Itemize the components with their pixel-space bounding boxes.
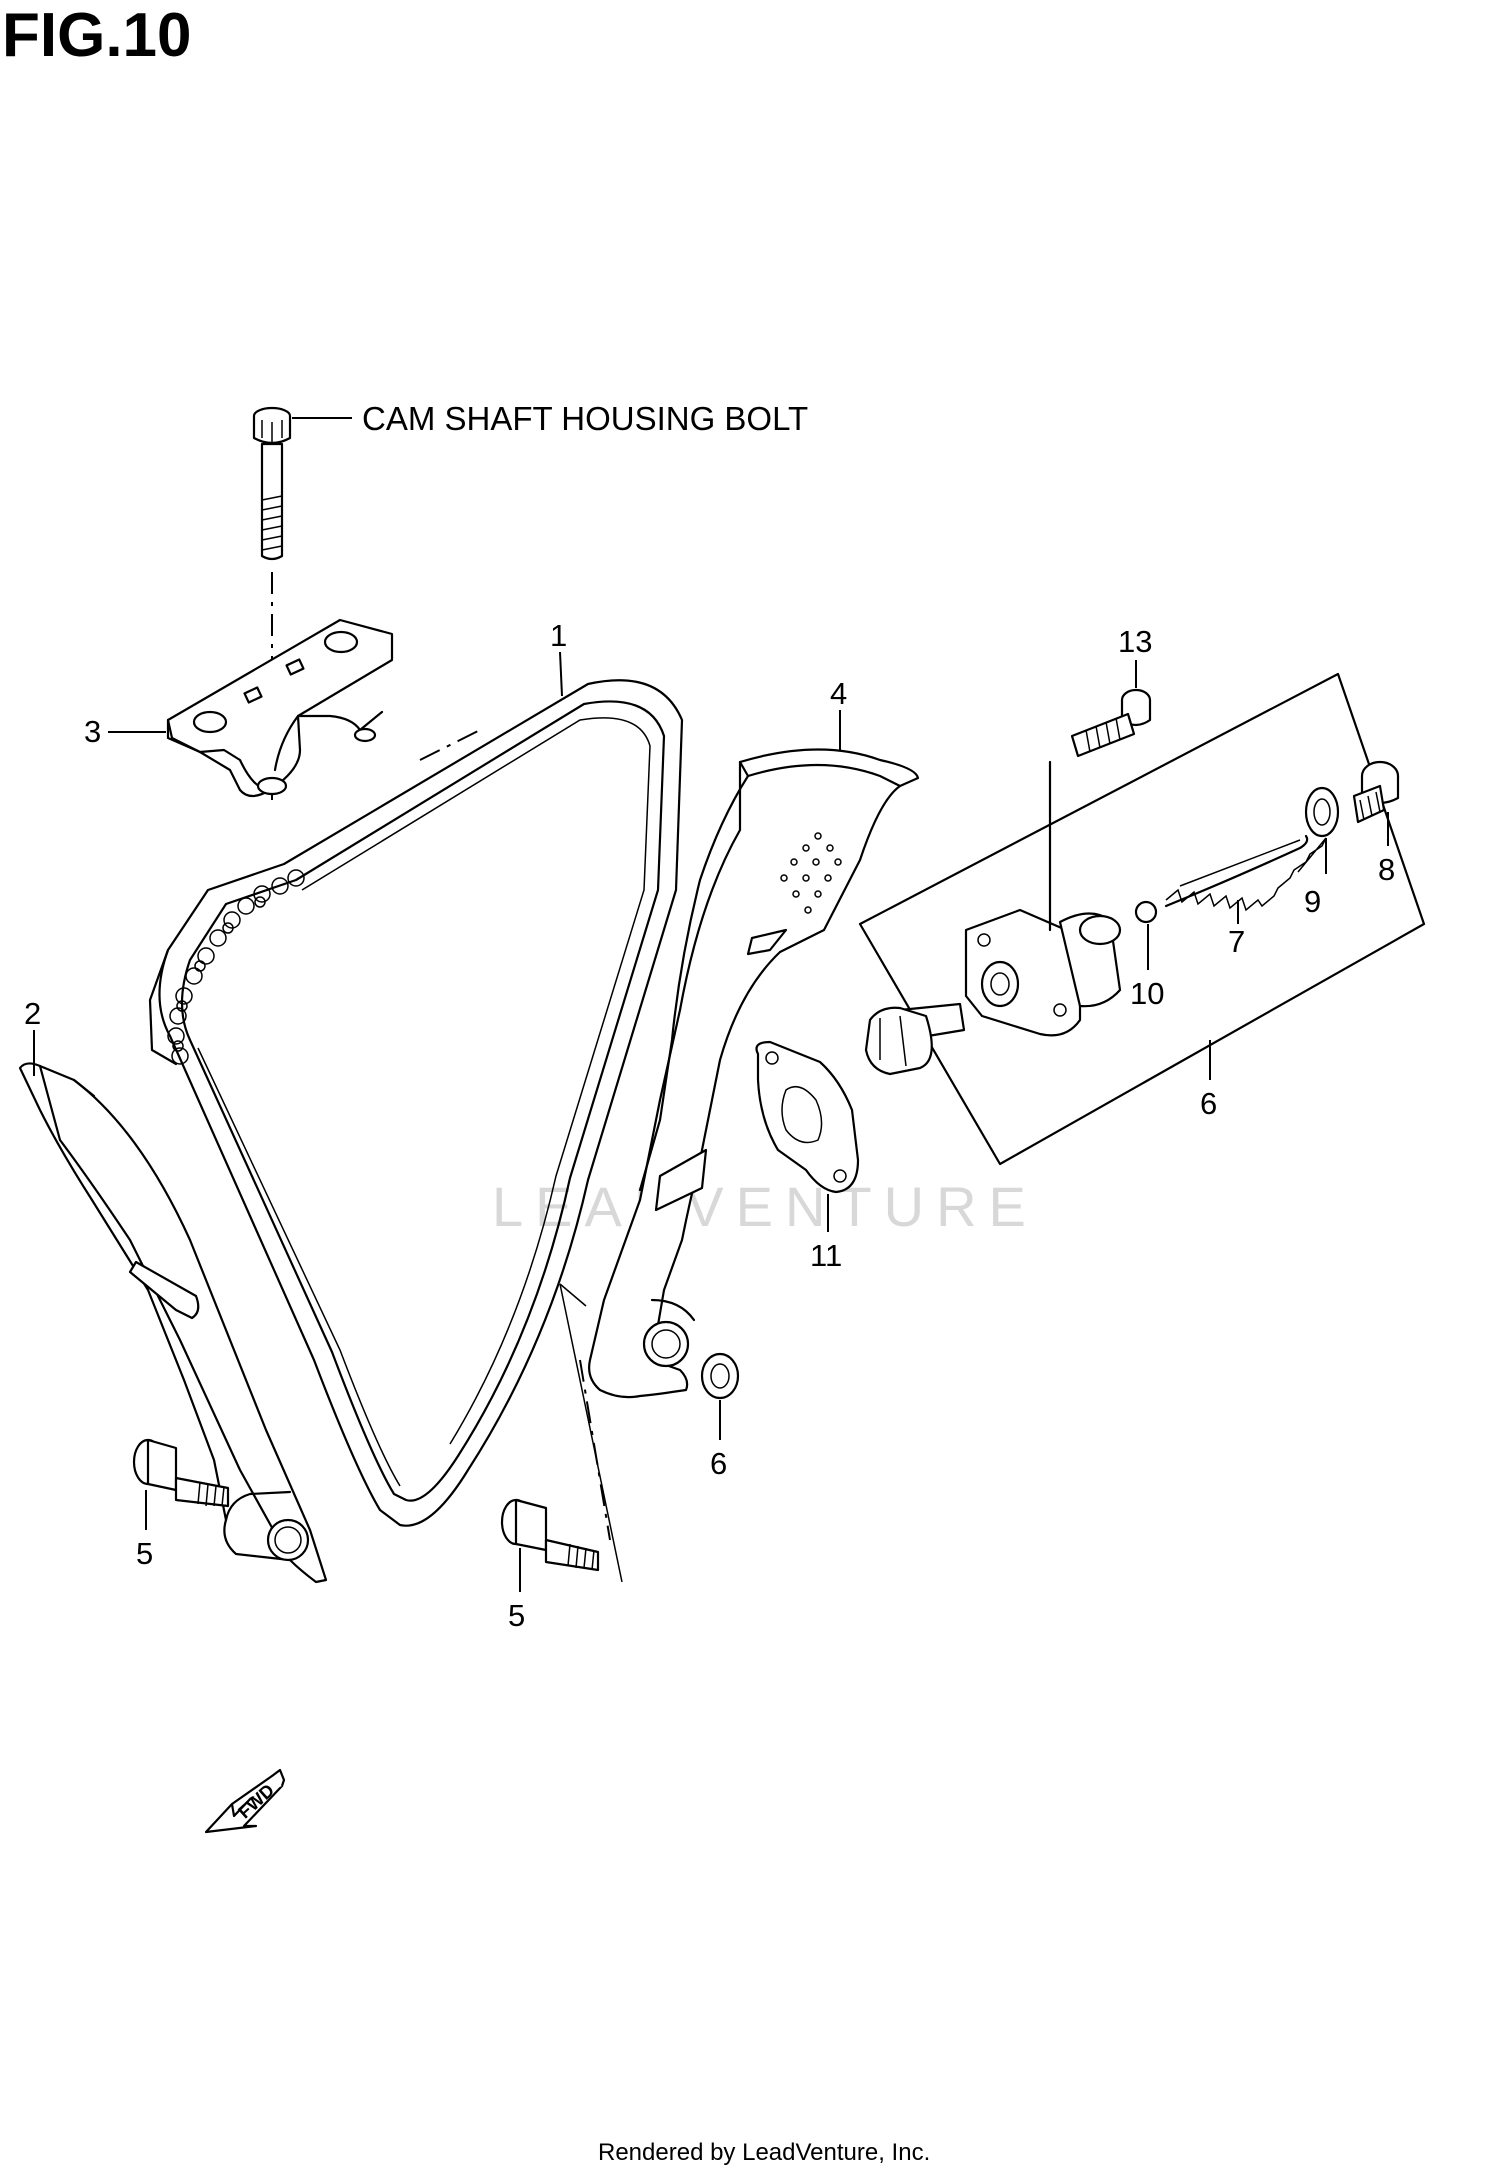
reference-lines [559, 1283, 623, 1583]
part-5-guide-bolt-center [500, 1498, 600, 1572]
part-8-spring [1164, 834, 1327, 912]
part-3-bracket [166, 618, 394, 798]
callout-9: 8 [1378, 852, 1395, 887]
part-7-tensioner-assembly [858, 672, 1426, 1166]
part-11-ball [1134, 900, 1158, 924]
callout-8: 7 [1228, 924, 1245, 959]
callout-2: 2 [24, 996, 41, 1031]
callout-1-leader [559, 651, 563, 697]
callout-1: 1 [550, 618, 567, 653]
part-6-washer [700, 1352, 740, 1400]
callout-12: 11 [810, 1238, 842, 1273]
callout-5b: 5 [508, 1598, 525, 1633]
part-13-bolt [1070, 688, 1152, 758]
part-10-washer [1304, 786, 1340, 838]
callout-11: 10 [1130, 976, 1164, 1011]
fwd-arrow-icon: FWD [204, 1768, 286, 1834]
part-2-chain-guide [18, 1062, 328, 1584]
part-5-guide-bolt-left [132, 1438, 230, 1508]
callout-3: 3 [84, 714, 101, 749]
callout-4: 4 [830, 676, 847, 711]
part-12-gasket [755, 1040, 860, 1194]
cam-shaft-housing-bolt-label: CAM SHAFT HOUSING BOLT [362, 400, 808, 437]
footer-credit: Rendered by LeadVenture, Inc. [598, 2139, 930, 2166]
callout-13: 13 [1118, 624, 1152, 659]
callout-6: 6 [710, 1446, 727, 1481]
part-9-cap-bolt [1352, 760, 1400, 824]
callout-10: 9 [1304, 884, 1321, 919]
callout-5a: 5 [136, 1536, 153, 1571]
watermark: LEADVENTURE [492, 1175, 1038, 1238]
part-1-cam-chain [148, 679, 684, 1527]
part-4-chain-guide [588, 748, 920, 1399]
callout-7: 6 [1200, 1086, 1217, 1121]
figure-title: FIG.10 [2, 1, 192, 70]
